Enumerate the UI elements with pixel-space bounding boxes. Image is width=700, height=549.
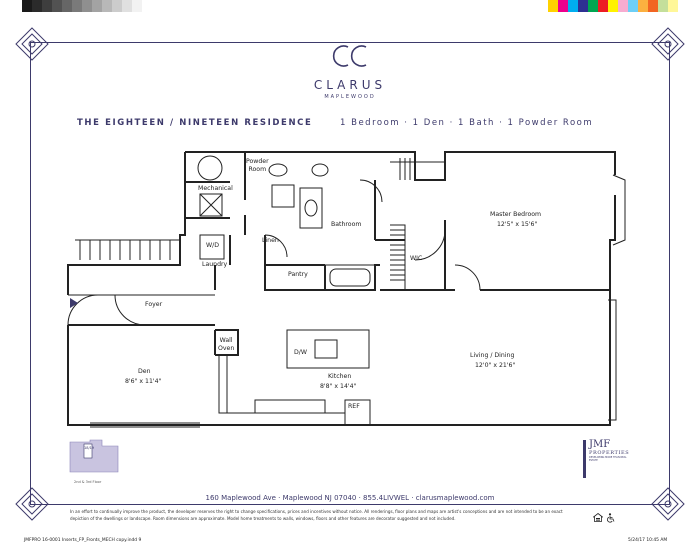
laundry-label: Laundry xyxy=(202,261,228,268)
linen-label: Linen xyxy=(262,237,279,244)
corner-ornament-icon xyxy=(651,27,685,61)
pantry-label: Pantry xyxy=(288,271,308,278)
color-swatch-5 xyxy=(598,0,608,12)
jmf-mark: JMF xyxy=(589,439,611,450)
equal-housing-icon xyxy=(593,513,603,522)
jmf-tagline: DEVELOPING MORE THAN REAL ESTATE xyxy=(589,456,627,462)
color-swatch-10 xyxy=(648,0,658,12)
wall-oven-label: Wall Oven xyxy=(218,337,235,352)
gray-swatch-0 xyxy=(22,0,32,12)
gray-swatch-7 xyxy=(92,0,102,12)
color-swatch-7 xyxy=(618,0,628,12)
gray-swatch-1 xyxy=(32,0,42,12)
jmf-logo-bar xyxy=(583,440,586,478)
color-swatch-11 xyxy=(658,0,668,12)
gray-swatch-11 xyxy=(132,0,142,12)
corner-ornament-icon xyxy=(651,487,685,521)
mechanical-label: Mechanical xyxy=(198,185,233,192)
refrigerator-label: REF xyxy=(348,403,360,410)
foyer-label: Foyer xyxy=(145,301,163,308)
gray-swatch-2 xyxy=(42,0,52,12)
den-dimensions: 8'6" x 11'4" xyxy=(125,378,162,385)
dishwasher-label: D/W xyxy=(294,349,307,356)
jmf-logo: JMF PROPERTIES DEVELOPING MORE THAN REAL… xyxy=(583,440,633,478)
gray-swatch-5 xyxy=(72,0,82,12)
brand-subtitle: MAPLEWOOD xyxy=(324,94,376,100)
accessibility-icon xyxy=(607,513,615,523)
gray-swatch-9 xyxy=(112,0,122,12)
unit-summary: 1 Bedroom · 1 Den · 1 Bath · 1 Powder Ro… xyxy=(340,118,594,128)
legal-disclaimer: In an effort to continually improve the … xyxy=(70,509,563,521)
jmf-name: PROPERTIES xyxy=(589,450,630,456)
key-plan-unit-label: 18/19 xyxy=(84,446,95,450)
color-swatch-0 xyxy=(548,0,558,12)
address-line: 160 Maplewood Ave · Maplewood NJ 07040 ·… xyxy=(205,494,495,502)
wd-label: W/D xyxy=(206,242,219,249)
living-dining-label: Living / Dining xyxy=(470,352,515,359)
floor-plan xyxy=(67,151,626,428)
living-dining-dimensions: 12'0" x 21'6" xyxy=(475,362,516,369)
gray-swatch-8 xyxy=(102,0,112,12)
gray-swatch-6 xyxy=(82,0,92,12)
color-swatch-4 xyxy=(588,0,598,12)
color-swatch-1 xyxy=(558,0,568,12)
master-bedroom-label: Master Bedroom xyxy=(490,211,542,218)
date-slug: 5/24/17 10:45 AM xyxy=(628,538,668,543)
page-frame xyxy=(30,42,670,505)
color-swatch-3 xyxy=(578,0,588,12)
key-plan-icon xyxy=(69,439,119,473)
kitchen-dimensions: 8'8" x 14'4" xyxy=(320,383,357,390)
gray-swatch-4 xyxy=(62,0,72,12)
residence-title: THE EIGHTEEN / NINETEEN RESIDENCE xyxy=(77,118,313,128)
bathroom-label: Bathroom xyxy=(331,221,362,228)
file-slug: JMFPRO 16-0001 Inserts_FP_Fronts_MECH co… xyxy=(24,538,142,543)
grayscale-color-bar xyxy=(22,0,142,12)
corner-ornament-icon xyxy=(15,27,49,61)
den-label: Den xyxy=(138,368,151,375)
process-color-bar xyxy=(548,0,678,12)
color-swatch-6 xyxy=(608,0,618,12)
color-swatch-8 xyxy=(628,0,638,12)
kitchen-label: Kitchen xyxy=(328,373,352,380)
gray-swatch-3 xyxy=(52,0,62,12)
color-swatch-9 xyxy=(638,0,648,12)
wic-label: WIC xyxy=(410,255,423,262)
corner-ornament-icon xyxy=(15,487,49,521)
gray-swatch-10 xyxy=(122,0,132,12)
master-bedroom-dimensions: 12'5" x 15'6" xyxy=(497,221,538,228)
color-swatch-2 xyxy=(568,0,578,12)
brand-name: CLARUS xyxy=(313,78,387,92)
key-plan-caption: 2nd & 3rd Floor xyxy=(74,480,102,484)
color-swatch-12 xyxy=(668,0,678,12)
powder-room-label: Powder Room xyxy=(246,158,269,173)
clarus-logo-icon xyxy=(332,45,367,67)
